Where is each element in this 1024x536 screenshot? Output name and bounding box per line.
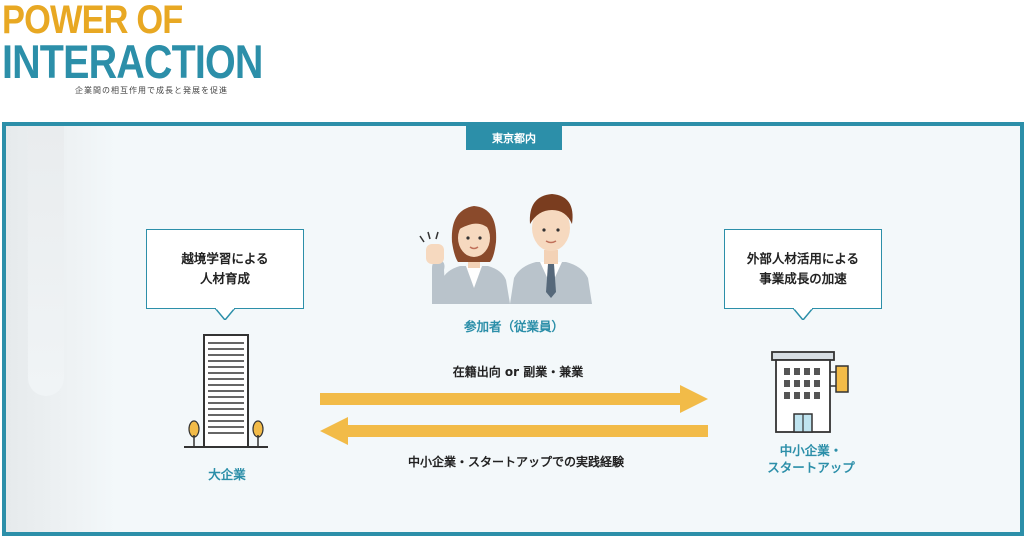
left-speech-bubble: 越境学習による 人材育成 <box>146 229 304 320</box>
right-speech-bubble: 外部人材活用による 事業成長の加速 <box>724 229 882 320</box>
bubble-tail <box>215 308 235 320</box>
skyscraper-icon <box>184 334 268 448</box>
logo-tagline: 企業間の相互作用で成長と発展を促進 <box>75 86 228 95</box>
left-bubble-line2: 人材育成 <box>199 271 250 286</box>
office-building-icon <box>771 351 849 433</box>
right-bubble-line2: 事業成長の加速 <box>759 271 847 286</box>
logo: POWER OF INTERACTION 企業間の相互作用で成長と発展を促進 <box>0 0 263 96</box>
arrow-left <box>320 417 708 445</box>
arrow-top-label: 在籍出向 or 副業・兼業 <box>452 365 584 379</box>
bubble-tail <box>793 308 813 320</box>
large-company-label: 大企業 <box>208 467 246 482</box>
sme-label: 中小企業・ スタートアップ <box>746 442 876 476</box>
background-shade-column <box>28 126 64 396</box>
arrow-right <box>320 385 708 413</box>
left-bubble-line1: 越境学習による <box>181 251 269 266</box>
diagram-frame: 東京都内 越境学習による 人材育成 外部人材活用による 事業成長の加速 <box>2 122 1024 536</box>
woman-figure <box>419 206 510 304</box>
logo-line2: INTERACTION <box>2 35 263 88</box>
man-figure <box>510 194 592 304</box>
tree-icon <box>188 420 264 447</box>
participants-illustration <box>419 194 592 304</box>
sme-label-line2: スタートアップ <box>767 460 855 475</box>
region-badge: 東京都内 <box>466 126 562 150</box>
arrow-bottom-label: 中小企業・スタートアップでの実践経験 <box>407 455 624 469</box>
participants-label: 参加者（従業員） <box>463 319 564 334</box>
logo-line1: POWER OF <box>2 0 183 42</box>
right-bubble-line1: 外部人材活用による <box>746 251 860 266</box>
sme-label-line1: 中小企業・ <box>779 443 843 458</box>
